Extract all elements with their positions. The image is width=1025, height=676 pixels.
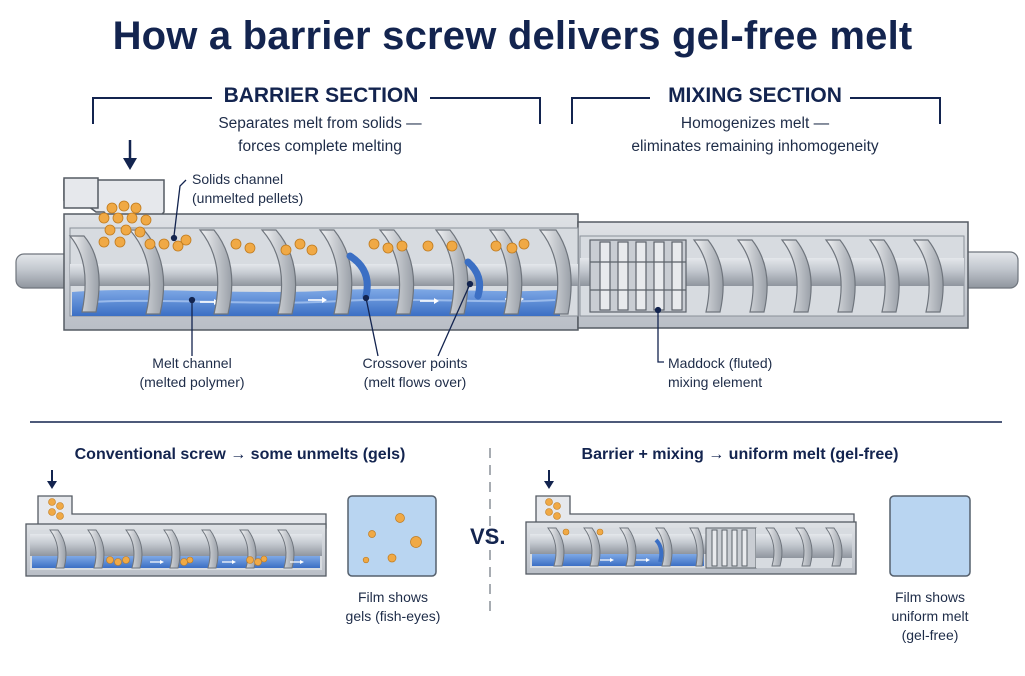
pellets — [98, 200, 530, 256]
barrier-desc-line2: forces complete melting — [238, 138, 402, 155]
film-uniform-line2: uniform melt — [891, 608, 969, 624]
mixing-section-desc: Homogenizes melt — eliminates remaining … — [570, 112, 940, 158]
film-uniform-label: Film shows uniform melt (gel-free) — [862, 588, 998, 645]
solids-line2: (unmelted pellets) — [192, 190, 304, 206]
mixing-flights — [692, 239, 944, 313]
screw-root-barrier — [70, 264, 578, 286]
maddock-leader — [657, 312, 664, 363]
mixing-section-bracket — [571, 97, 941, 124]
film-with-gels — [347, 495, 437, 577]
film-gels-label: Film shows gels (fish-eyes) — [328, 588, 458, 626]
mixing-desc-line1: Homogenizes melt — — [680, 115, 830, 132]
maddock-line1: Maddock (fluted) — [668, 355, 773, 371]
barrier-mixing-screw — [525, 470, 857, 575]
mixing-desc-line2: eliminates remaining inhomogeneity — [631, 138, 879, 155]
maddock-element — [589, 239, 687, 313]
solids-leader — [173, 179, 187, 237]
film-uniform — [889, 495, 971, 577]
barrier-mixing-heading: Barrier + mixing → uniform melt (gel-fre… — [581, 446, 899, 463]
film-uniform-line3: (gel-free) — [901, 627, 959, 643]
mixing-section-heading: MIXING SECTION — [668, 84, 842, 107]
barrier-section-bracket — [92, 97, 541, 124]
maddock-label: Maddock (fluted) mixing element — [668, 354, 828, 392]
film-uniform-line1: Film shows — [894, 589, 965, 605]
crossover-label: Crossover points (melt flows over) — [330, 354, 500, 392]
crossover-flow-2 — [464, 258, 484, 300]
page-title: How a barrier screw delivers gel-free me… — [112, 14, 913, 58]
solids-channel-label: Solids channel (unmelted pellets) — [192, 170, 372, 208]
film-gels-line2: gels (fish-eyes) — [345, 608, 441, 624]
barrier-section-heading: BARRIER SECTION — [223, 84, 419, 107]
crossover-line2: (melt flows over) — [363, 374, 467, 390]
barrier-desc-line1: Separates melt from solids — — [218, 115, 422, 132]
melt-line1: Melt channel — [152, 355, 232, 371]
conventional-screw — [25, 470, 327, 577]
melt-channel-label: Melt channel (melted polymer) — [112, 354, 272, 392]
maddock-line2: mixing element — [668, 374, 763, 390]
crossover-leader-2 — [437, 283, 471, 357]
feed-arrow — [123, 140, 137, 170]
solids-line1: Solids channel — [192, 171, 284, 187]
film-gels-line1: Film shows — [357, 589, 428, 605]
barrier-section-desc: Separates melt from solids — forces comp… — [150, 112, 490, 158]
vs-label: VS. — [470, 524, 506, 549]
conventional-heading: Conventional screw → some unmelts (gels) — [74, 446, 406, 463]
crossover-flow-1 — [346, 252, 371, 300]
crossover-leader-1 — [365, 297, 379, 357]
crossover-line1: Crossover points — [362, 355, 468, 371]
melt-line2: (melted polymer) — [139, 374, 245, 390]
